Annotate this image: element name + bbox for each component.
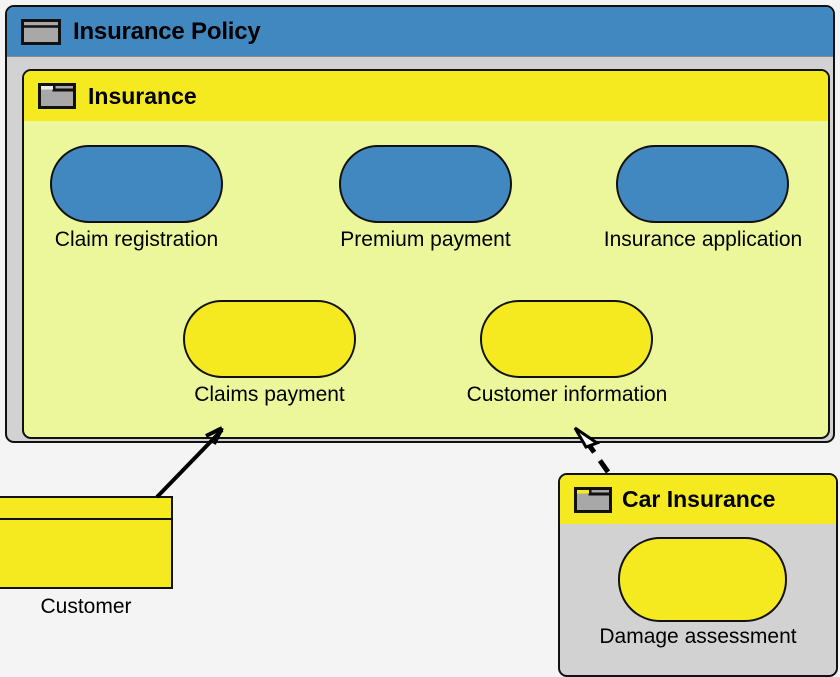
- activity-label-claim-registration: Claim registration: [54, 228, 219, 251]
- package-title-insurance: Insurance: [88, 82, 197, 109]
- activity-insurance-application[interactable]: [616, 145, 789, 223]
- package-header-car-insurance: Car Insurance: [560, 475, 836, 524]
- package-insurance[interactable]: Insurance Claim registration Premium pay…: [22, 69, 830, 439]
- element-label-customer: Customer: [40, 595, 132, 618]
- activity-damage-assessment[interactable]: [618, 537, 787, 622]
- folder-icon: [38, 83, 76, 109]
- activity-label-damage-assessment: Damage assessment: [599, 625, 797, 648]
- folder-icon: [574, 486, 612, 513]
- activity-label-premium-payment: Premium payment: [340, 228, 511, 251]
- package-header-insurance: Insurance: [24, 71, 828, 121]
- customer-box-header-strip: [0, 498, 171, 520]
- activity-customer-information[interactable]: [480, 300, 653, 378]
- element-customer[interactable]: [0, 496, 173, 589]
- package-title-car-insurance: Car Insurance: [622, 486, 776, 512]
- package-insurance-policy[interactable]: Insurance Policy Insurance Claim registr…: [5, 5, 835, 443]
- activity-claim-registration[interactable]: [50, 145, 223, 223]
- activity-premium-payment[interactable]: [339, 145, 512, 223]
- activity-label-claims-payment: Claims payment: [194, 383, 345, 406]
- activity-label-insurance-application: Insurance application: [603, 228, 803, 251]
- package-car-insurance[interactable]: Car Insurance Damage assessment: [558, 473, 838, 677]
- package-header-insurance-policy: Insurance Policy: [7, 7, 833, 57]
- package-title-insurance-policy: Insurance Policy: [73, 17, 261, 45]
- view-frame-icon: [21, 18, 61, 45]
- activity-label-customer-information: Customer information: [466, 383, 668, 406]
- activity-claims-payment[interactable]: [183, 300, 356, 378]
